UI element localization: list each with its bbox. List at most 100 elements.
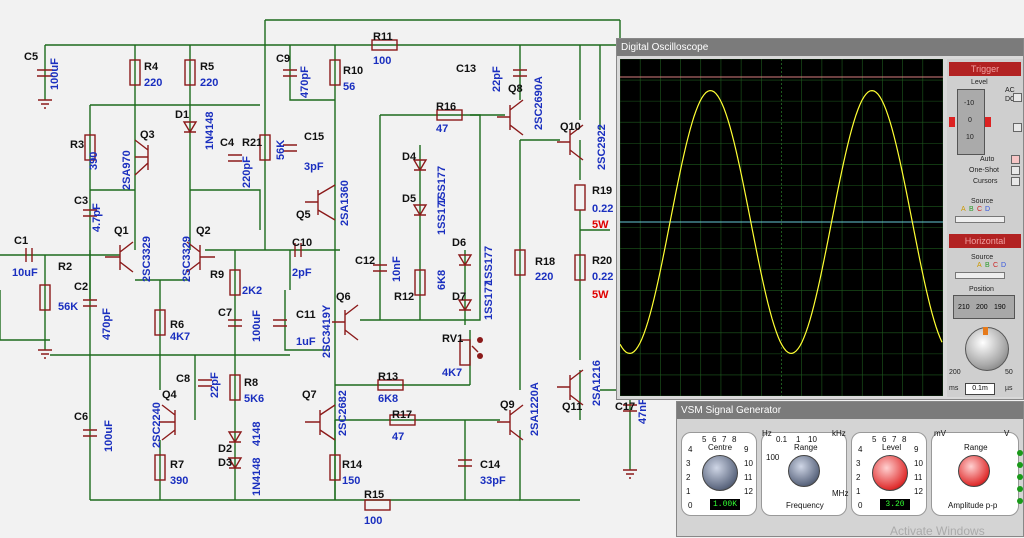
us-label: µs [1005, 385, 1013, 392]
ref-d2: D2 [218, 443, 232, 455]
level-tick-4: 4 [858, 445, 863, 454]
edge-toggle[interactable] [1013, 123, 1022, 132]
ref-r4: R4 [144, 61, 159, 73]
power-rating-1: 5W [592, 219, 609, 231]
ref-r14: R14 [342, 459, 363, 471]
ref-c10: C10 [292, 237, 312, 249]
horizontal-ch-b[interactable]: B [985, 262, 990, 269]
value-c13: 22pF [491, 66, 503, 92]
value-q2: 2SC3329 [181, 236, 193, 282]
ref-r9: R9 [210, 269, 224, 281]
value-c4: 220pF [241, 156, 253, 188]
horizontal-ch-a[interactable]: A [977, 262, 982, 269]
ac-label: AC [1005, 87, 1015, 94]
trigger-ch-d[interactable]: D [985, 206, 991, 213]
oneshot-button[interactable] [1011, 166, 1020, 175]
ref-d5: D5 [402, 193, 416, 205]
level-tick-bottom: 10 [966, 134, 974, 141]
value-c1: 10uF [12, 267, 38, 279]
centre-knob[interactable] [702, 455, 738, 491]
ref-r19: R19 [592, 185, 612, 197]
ac-dc-toggle[interactable] [1013, 93, 1022, 102]
horizontal-ch-d[interactable]: D [1001, 262, 1007, 269]
level-tick-2: 2 [856, 473, 861, 482]
waveform-led-5[interactable] [1017, 498, 1023, 504]
ref-c11: C11 [296, 309, 316, 321]
ref-r17: R17 [392, 409, 412, 421]
value-r9: 2K2 [242, 285, 262, 297]
waveform-led-1[interactable] [1017, 450, 1023, 456]
ref-c17: C17 [615, 401, 635, 413]
centre-dial-panel: Centre 5 6 7 8 4 9 3 10 2 11 1 12 0 1.00… [681, 432, 757, 516]
value-c8: 22pF [209, 372, 221, 398]
ref-q1: Q1 [114, 225, 129, 237]
ref-c3: C3 [74, 195, 88, 207]
trigger-source-slider[interactable] [955, 216, 1005, 223]
value-d6: 1SS177 [483, 246, 495, 285]
digital-oscilloscope-window[interactable]: Digital Oscilloscope Trigger Level AC DC… [616, 38, 1024, 400]
auto-button[interactable] [1011, 155, 1020, 164]
freq-tick-0-1: 0.1 [776, 435, 788, 444]
trigger-ch-c[interactable]: C [977, 206, 983, 213]
centre-tick-8: 8 [732, 435, 737, 444]
value-r3: 390 [88, 152, 100, 170]
value-d2: 1N4148 [251, 457, 263, 496]
centre-tick-2: 2 [686, 473, 691, 482]
level-tick-10: 10 [914, 459, 923, 468]
ref-c14: C14 [480, 459, 501, 471]
ref-c2: C2 [74, 281, 88, 293]
signal-generator-title[interactable]: VSM Signal Generator [677, 402, 1023, 419]
frequency-range-knob[interactable] [788, 455, 820, 487]
position-tick-1: 210 [958, 304, 970, 311]
oscilloscope-title[interactable]: Digital Oscilloscope [617, 39, 1023, 56]
oscilloscope-screen [620, 59, 943, 396]
value-q3: 2SA970 [121, 150, 133, 190]
value-r4: 220 [144, 77, 162, 89]
waveform-led-3[interactable] [1017, 474, 1023, 480]
ref-d7: D7 [452, 291, 466, 303]
centre-label: Centre [708, 443, 733, 452]
centre-tick-3: 3 [686, 459, 691, 468]
ref-c6: C6 [74, 411, 88, 423]
position-dial[interactable]: 210 200 190 [953, 295, 1015, 319]
amp-unit-v: V [1004, 429, 1010, 438]
waveform-led-2[interactable] [1017, 462, 1023, 468]
auto-label: Auto [980, 156, 995, 163]
cursors-button[interactable] [1011, 177, 1020, 186]
trigger-ch-a[interactable]: A [961, 206, 966, 213]
value-r10: 56 [343, 81, 355, 93]
centre-tick-5: 5 [702, 435, 707, 444]
ref-c12: C12 [355, 255, 375, 267]
level-tick-0: 0 [858, 501, 863, 510]
value-q6: 2SC3419Y [321, 304, 333, 358]
ref-q10: Q10 [560, 121, 581, 133]
freq-tick-10: 10 [808, 435, 817, 444]
value-c12: 10nF [391, 256, 403, 282]
value-c3: 4.7pF [91, 203, 103, 232]
ref-r20: R20 [592, 255, 612, 267]
value-r7: 390 [170, 475, 188, 487]
trigger-level-dial[interactable]: -10 0 10 [957, 89, 985, 155]
sine-trace [620, 89, 943, 355]
level-tick-8: 8 [902, 435, 907, 444]
ref-c15: C15 [304, 131, 324, 143]
horizontal-ch-c[interactable]: C [993, 262, 999, 269]
ref-c9: C9 [276, 53, 290, 65]
value-r12: 6K8 [436, 270, 448, 290]
schematic-symbols [25, 39, 637, 511]
oscilloscope-control-panel: Trigger Level AC DC -10 0 10 Auto One-Sh… [947, 59, 1023, 397]
level-tick-1: 1 [856, 487, 861, 496]
amplitude-range-knob[interactable] [958, 455, 990, 487]
horizontal-source-slider[interactable] [955, 272, 1005, 279]
centre-tick-9: 9 [744, 445, 749, 454]
level-tick-11: 11 [914, 473, 923, 482]
amp-range-label: Range [964, 443, 988, 452]
value-r21: 56K [275, 140, 287, 160]
level-knob[interactable] [872, 455, 908, 491]
vsm-signal-generator-window[interactable]: VSM Signal Generator Centre 5 6 7 8 4 9 … [676, 401, 1024, 537]
centre-tick-11: 11 [744, 473, 753, 482]
oneshot-label: One-Shot [969, 167, 999, 174]
waveform-led-4[interactable] [1017, 486, 1023, 492]
trigger-arrow-right-icon [985, 117, 991, 127]
trigger-ch-b[interactable]: B [969, 206, 974, 213]
